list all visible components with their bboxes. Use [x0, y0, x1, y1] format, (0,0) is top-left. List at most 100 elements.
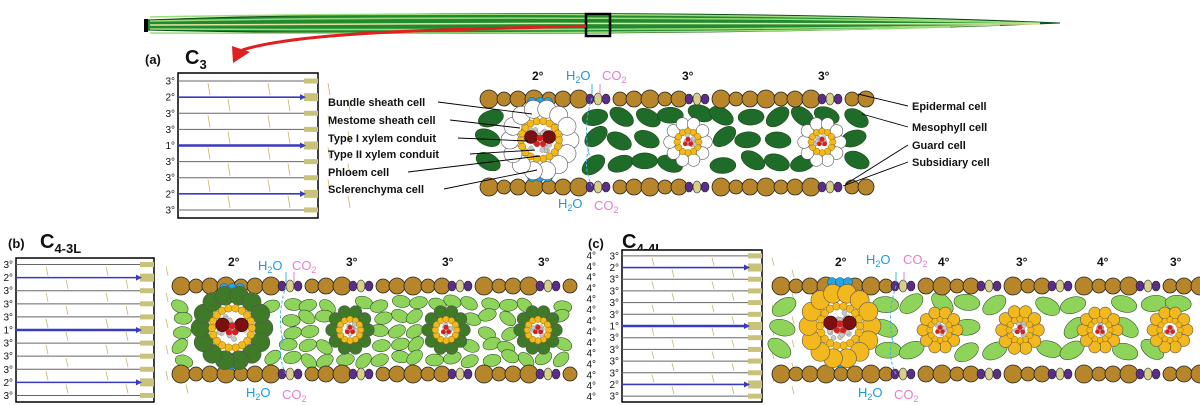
- vein-box-b-order-label: 3°: [3, 312, 13, 323]
- vein-box-a-order-label: 1°: [165, 141, 175, 152]
- sec-b-epidermal-cell: [388, 365, 406, 383]
- vein-box-a-cross-vein: [227, 99, 231, 112]
- vein-box-b-cross-vein: [105, 292, 109, 302]
- sec-c-epidermal-cell: [1162, 366, 1178, 382]
- sec-b-subsidiary-cell: [364, 280, 374, 292]
- vein-box-c-order-label-outer: 4°: [586, 273, 596, 284]
- sec-c-subsidiary-cell: [992, 368, 1002, 380]
- sec-a-subsidiary-cell: [585, 181, 595, 193]
- sec-b-subsidiary-cell: [277, 280, 287, 292]
- sec-c-subsidiary-cell: [976, 368, 986, 380]
- sec-c-major-mestome-sheath-cell: [820, 334, 829, 343]
- sec-a-epidermal-cell: [657, 91, 673, 107]
- sec-b-epidermal-cell: [188, 366, 204, 382]
- vein-box-b-order-label: 2°: [3, 273, 13, 284]
- sec-b-mesophyll-cell: [355, 353, 372, 369]
- vein-box-a-cross-vein: [347, 195, 351, 209]
- vein-box-b-order-label: 3°: [3, 365, 13, 376]
- sec-c-epidermal-cell: [1190, 364, 1200, 384]
- sec-b-mesophyll-cell: [281, 314, 301, 327]
- vein-box-a-cross-vein: [287, 131, 291, 144]
- vein-box-a-cross-vein: [267, 115, 271, 128]
- sec-b-epidermal-cell: [261, 364, 281, 384]
- sec-c-minor1-type-ii-xylem: [937, 325, 943, 330]
- vein-box-b-cross-vein: [65, 279, 69, 289]
- sec-a-subsidiary-cell: [601, 93, 611, 105]
- sec-b-guard-cell: [356, 367, 366, 381]
- callouts-right: Epidermal cell Mesophyll cell Guard cell…: [842, 93, 990, 187]
- sec-b-major-mestome-sheath-cell: [243, 311, 252, 320]
- vein-box-a-order-label: 3°: [165, 205, 175, 216]
- pointer-arrow-icon: [232, 24, 587, 63]
- sec-b-epidermal-cell: [562, 278, 578, 294]
- sec-a-epidermal-cell: [741, 178, 759, 196]
- sec-b-major-type-ii-xylem: [225, 329, 233, 336]
- sec-b-minor2-type-ii-xylem: [446, 329, 452, 335]
- sec-c-epidermal-cell: [1175, 365, 1193, 383]
- sec-a-minor1-type-ii-xylem: [685, 136, 691, 142]
- sec-c-mesophyll-cell: [1112, 342, 1139, 361]
- vein-box-c-order-label-outer: 4°: [586, 349, 596, 360]
- vein-box-c-cross-vein: [651, 327, 655, 336]
- sec-a-epidermal-cell: [728, 179, 744, 195]
- vein-box-a-cross-vein: [267, 82, 271, 96]
- h2o-label-c-bottom: H2O: [858, 385, 883, 402]
- vein-box-c-order-label: 2°: [609, 380, 619, 391]
- vein-box-b-vein-end: [140, 288, 154, 294]
- sec-b-epidermal-cell: [261, 276, 281, 296]
- sec-b-label-1: 2°: [228, 255, 240, 269]
- vein-box-b-cross-vein: [45, 371, 49, 381]
- sec-c-epidermal-cell: [1119, 364, 1139, 384]
- vein-box-c-vein-end: [748, 276, 762, 282]
- sec-a-epidermal-cell: [496, 91, 512, 107]
- sec-c-major-mestome-sheath-cell: [839, 341, 848, 350]
- sec-b-mesophyll-cell: [391, 337, 410, 351]
- co2-label-a-top: CO2: [602, 68, 627, 85]
- sec-a-mesophyll-cell: [581, 108, 609, 126]
- vein-box-a-order-label: 3°: [165, 173, 175, 184]
- sec-b-subsidiary-cell: [535, 280, 545, 292]
- vein-box-b-order-label: 1°: [3, 326, 13, 337]
- sec-a-subsidiary-cell: [684, 93, 694, 105]
- vein-box-a-cross-vein: [327, 147, 331, 160]
- vein-box-b-vein-end: [140, 273, 154, 282]
- vein-box-c-cross-vein: [791, 269, 795, 278]
- sec-a-major-mestome-sheath-cell: [555, 136, 563, 144]
- sec-b-guard-cell: [285, 367, 295, 381]
- sec-a-guard-cell: [692, 180, 702, 194]
- vein-box-c-cross-vein: [671, 386, 675, 395]
- sec-b-epidermal-cell: [201, 365, 219, 383]
- sec-a-mesophyll-cell: [631, 152, 658, 170]
- sec-c-subsidiary-cell: [1047, 280, 1057, 292]
- sec-b-epidermal-cell: [504, 365, 522, 383]
- vein-box-b-order-label: 3°: [3, 391, 13, 402]
- vein-box-c-cross-vein: [651, 304, 655, 313]
- sec-a-epidermal-cell: [612, 179, 628, 195]
- sec-c-minor2-type-ii-xylem: [1014, 329, 1020, 335]
- vein-box-a-cross-vein: [287, 195, 291, 209]
- sec-c-epidermal-cell: [1175, 277, 1193, 295]
- sec-a-epidermal-cell: [509, 90, 527, 108]
- co2-label-a-bottom: CO2: [594, 198, 619, 215]
- h2o-label-b-top: H2O: [258, 258, 283, 275]
- vein-box-b-cross-vein: [125, 279, 129, 289]
- sec-b-subsidiary-cell: [348, 368, 358, 380]
- vein-box-b-cross-vein: [165, 318, 169, 329]
- sec-a-subsidiary-cell: [684, 181, 694, 193]
- vein-box-b-vein-end: [140, 378, 154, 387]
- vein-box-a-cross-vein: [227, 131, 231, 144]
- label-mestome-sheath-cell: Mestome sheath cell: [328, 115, 436, 127]
- sec-b-epidermal-cell: [403, 364, 423, 384]
- sec-b-guard-cell: [455, 279, 465, 293]
- cross-section-c: [767, 272, 1200, 384]
- vein-box-c-order-label-outer: 4°: [586, 370, 596, 381]
- vein-box-c-cross-vein: [791, 386, 795, 395]
- sec-b-mesophyll-cell: [482, 354, 502, 367]
- sec-a-major-type-ii-xylem: [534, 141, 540, 147]
- sec-c-epidermal-cell: [932, 276, 952, 296]
- vein-box-a-cross-vein: [287, 99, 291, 112]
- vein-box-a-cross-vein: [327, 82, 331, 96]
- sec-b-subsidiary-cell: [551, 280, 561, 292]
- sec-b-minor1-type-ii-xylem: [347, 324, 353, 330]
- sec-a-epidermal-cell: [728, 91, 744, 107]
